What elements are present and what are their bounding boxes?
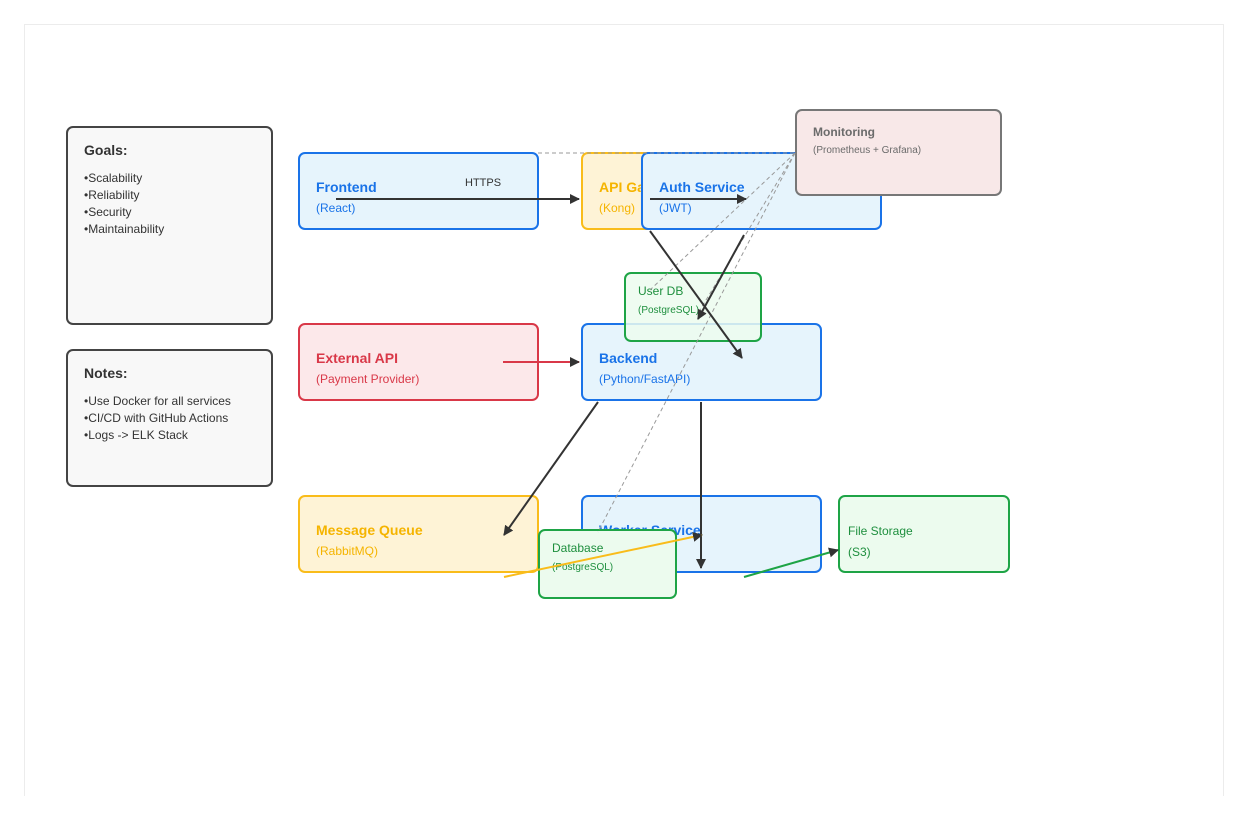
notes-title: Notes: bbox=[84, 365, 128, 381]
auth-service-sub: (JWT) bbox=[659, 201, 692, 215]
message-queue-sub: (RabbitMQ) bbox=[316, 544, 379, 558]
monitoring-node[interactable]: Monitoring (Prometheus + Grafana) bbox=[795, 109, 1002, 196]
api-gateway-sub: (Kong) bbox=[599, 201, 636, 215]
message-queue-title: Message Queue bbox=[316, 522, 423, 538]
file-storage-title: File Storage bbox=[848, 524, 913, 538]
backend-sub: (Python/FastAPI) bbox=[599, 372, 691, 386]
external-api-title: External API bbox=[316, 350, 398, 366]
goals-item: Scalability bbox=[84, 170, 164, 187]
message-queue-node[interactable]: Message Queue (RabbitMQ) bbox=[298, 495, 539, 573]
monitoring-sub: (Prometheus + Grafana) bbox=[813, 145, 922, 156]
database-sub: (PostgreSQL) bbox=[552, 562, 614, 573]
goals-title: Goals: bbox=[84, 142, 128, 158]
goals-item: Reliability bbox=[84, 187, 164, 204]
goals-item: Maintainability bbox=[84, 221, 164, 238]
notes-list: Use Docker for all services CI/CD with G… bbox=[84, 393, 231, 444]
user-db-title: User DB bbox=[638, 284, 684, 298]
goals-list: Scalability Reliability Security Maintai… bbox=[84, 170, 164, 238]
file-storage-node[interactable]: File Storage (S3) bbox=[838, 495, 1010, 573]
notes-note: Notes: Use Docker for all services CI/CD… bbox=[66, 349, 273, 487]
external-api-node[interactable]: External API (Payment Provider) bbox=[298, 323, 539, 401]
notes-item: CI/CD with GitHub Actions bbox=[84, 410, 231, 427]
goals-item: Security bbox=[84, 204, 164, 221]
frontend-title: Frontend bbox=[316, 179, 377, 195]
monitoring-title: Monitoring bbox=[813, 125, 875, 139]
database-node[interactable]: Database (PostgreSQL) bbox=[538, 529, 677, 599]
https-edge-label: HTTPS bbox=[465, 177, 502, 189]
frontend-node[interactable]: Frontend (React) bbox=[298, 152, 539, 230]
database-title: Database bbox=[552, 541, 604, 555]
auth-service-title: Auth Service bbox=[659, 179, 745, 195]
backend-title: Backend bbox=[599, 350, 658, 366]
notes-item: Logs -> ELK Stack bbox=[84, 427, 231, 444]
frontend-sub: (React) bbox=[316, 201, 356, 215]
notes-item: Use Docker for all services bbox=[84, 393, 231, 410]
file-storage-sub: (S3) bbox=[848, 545, 871, 559]
user-db-node[interactable]: User DB (PostgreSQL) bbox=[624, 272, 762, 342]
external-api-sub: (Payment Provider) bbox=[316, 372, 420, 386]
user-db-sub: (PostgreSQL) bbox=[638, 305, 700, 316]
goals-note: Goals: Scalability Reliability Security … bbox=[66, 126, 273, 325]
